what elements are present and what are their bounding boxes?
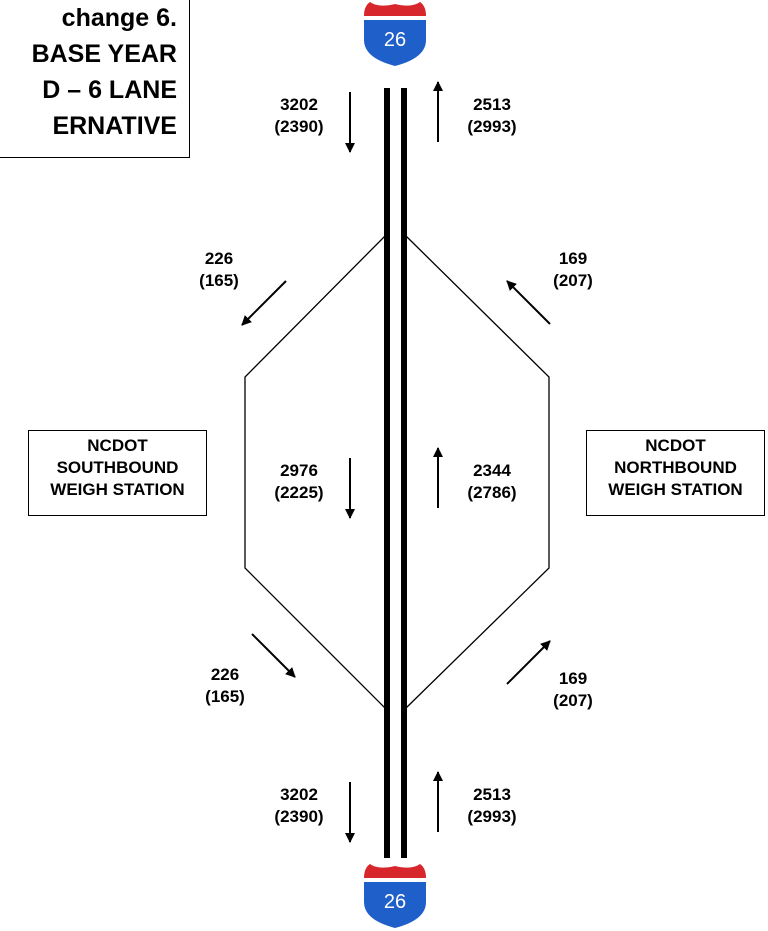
station-line: NORTHBOUND <box>614 458 737 477</box>
station-line: SOUTHBOUND <box>56 458 179 477</box>
am-volume: 3202 <box>280 95 318 114</box>
up-right-arrow-icon <box>506 640 551 685</box>
title-line: ERNATIVE <box>52 112 177 140</box>
title-line: BASE YEAR <box>31 40 177 68</box>
interstate-shield-icon: 26 <box>364 864 426 928</box>
volume-label: 226 (165) <box>185 664 265 708</box>
volume-label: 2513 (2993) <box>452 94 532 138</box>
am-volume: 3202 <box>280 785 318 804</box>
interstate-shield-icon: 26 <box>364 2 426 66</box>
title-line: change 6. <box>61 4 177 32</box>
am-volume: 2344 <box>473 461 511 480</box>
northbound-weigh-station-loop <box>405 235 550 709</box>
pm-volume: (2993) <box>467 117 517 136</box>
volume-label: 2344 (2786) <box>452 460 532 504</box>
down-left-arrow-icon <box>241 280 287 326</box>
pm-volume: (2390) <box>274 807 324 826</box>
volume-label: 3202 (2390) <box>259 94 339 138</box>
am-volume: 2976 <box>280 461 318 480</box>
pm-volume: (2786) <box>467 483 517 502</box>
down-right-arrow-icon <box>251 633 296 678</box>
station-line: WEIGH STATION <box>50 480 185 499</box>
station-line: WEIGH STATION <box>608 480 743 499</box>
volume-label: 169 (207) <box>533 248 613 292</box>
pm-volume: (2390) <box>274 117 324 136</box>
station-line: NCDOT <box>645 436 706 455</box>
am-volume: 226 <box>210 665 240 684</box>
pm-volume: (2225) <box>274 483 324 502</box>
volume-label: 226 (165) <box>179 248 259 292</box>
am-volume: 2513 <box>473 785 511 804</box>
volume-label: 2976 (2225) <box>259 460 339 504</box>
am-volume: 226 <box>204 249 234 268</box>
pm-volume: (165) <box>199 271 239 290</box>
southbound-weigh-station-loop <box>244 235 386 709</box>
am-volume: 2513 <box>473 95 511 114</box>
volume-label: 3202 (2390) <box>259 784 339 828</box>
am-volume: 169 <box>558 249 588 268</box>
up-left-arrow-icon <box>506 280 551 325</box>
shield-number: 26 <box>384 29 406 51</box>
volume-label: 2513 (2993) <box>452 784 532 828</box>
shield-number: 26 <box>384 891 406 913</box>
title-line: D – 6 LANE <box>42 76 177 104</box>
station-line: NCDOT <box>87 436 148 455</box>
pm-volume: (207) <box>553 691 593 710</box>
am-volume: 169 <box>558 669 588 688</box>
northbound-weigh-station-label: NCDOT NORTHBOUND WEIGH STATION <box>586 430 765 516</box>
pm-volume: (165) <box>205 687 245 706</box>
volume-label: 169 (207) <box>533 668 613 712</box>
pm-volume: (207) <box>553 271 593 290</box>
southbound-weigh-station-label: NCDOT SOUTHBOUND WEIGH STATION <box>28 430 207 516</box>
title-box: change 6. BASE YEAR D – 6 LANE ERNATIVE <box>0 0 190 158</box>
pm-volume: (2993) <box>467 807 517 826</box>
